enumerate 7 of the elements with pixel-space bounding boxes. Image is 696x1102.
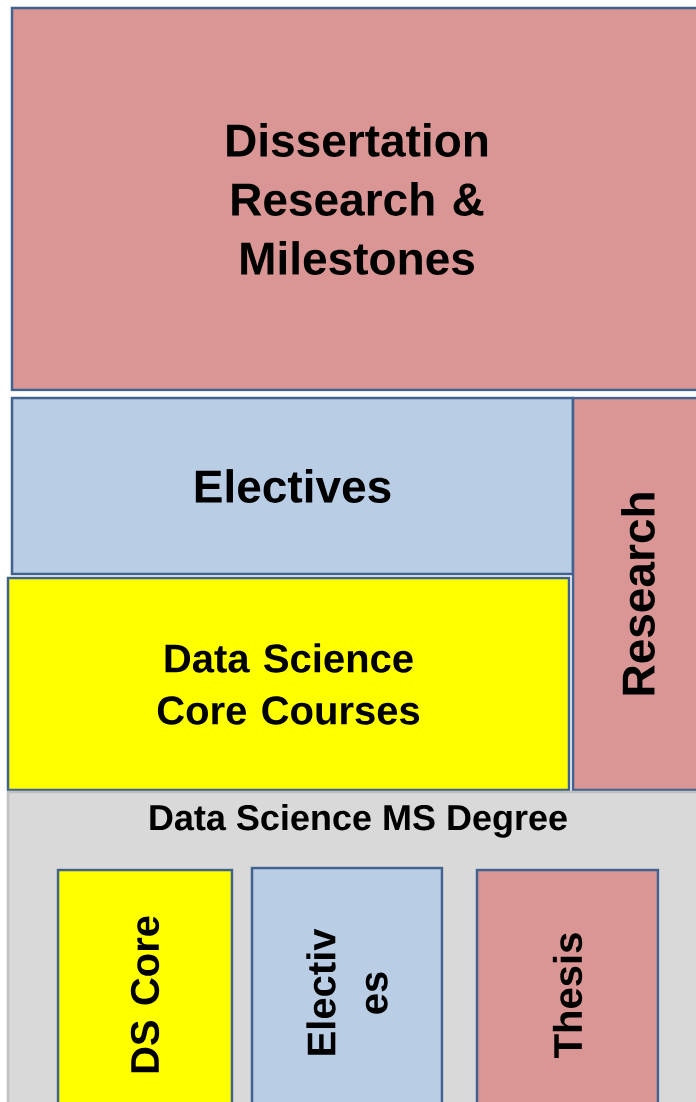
section-box: Data Science Core Courses: [6, 576, 571, 792]
section-box: Electives: [10, 396, 575, 576]
section-box: Research: [571, 396, 696, 792]
section-box: Electiv es: [250, 866, 444, 1102]
section-box: Dissertation Research & Milestones: [10, 6, 696, 392]
section-box: Thesis: [475, 868, 660, 1102]
section-box: DS Core: [56, 868, 234, 1102]
